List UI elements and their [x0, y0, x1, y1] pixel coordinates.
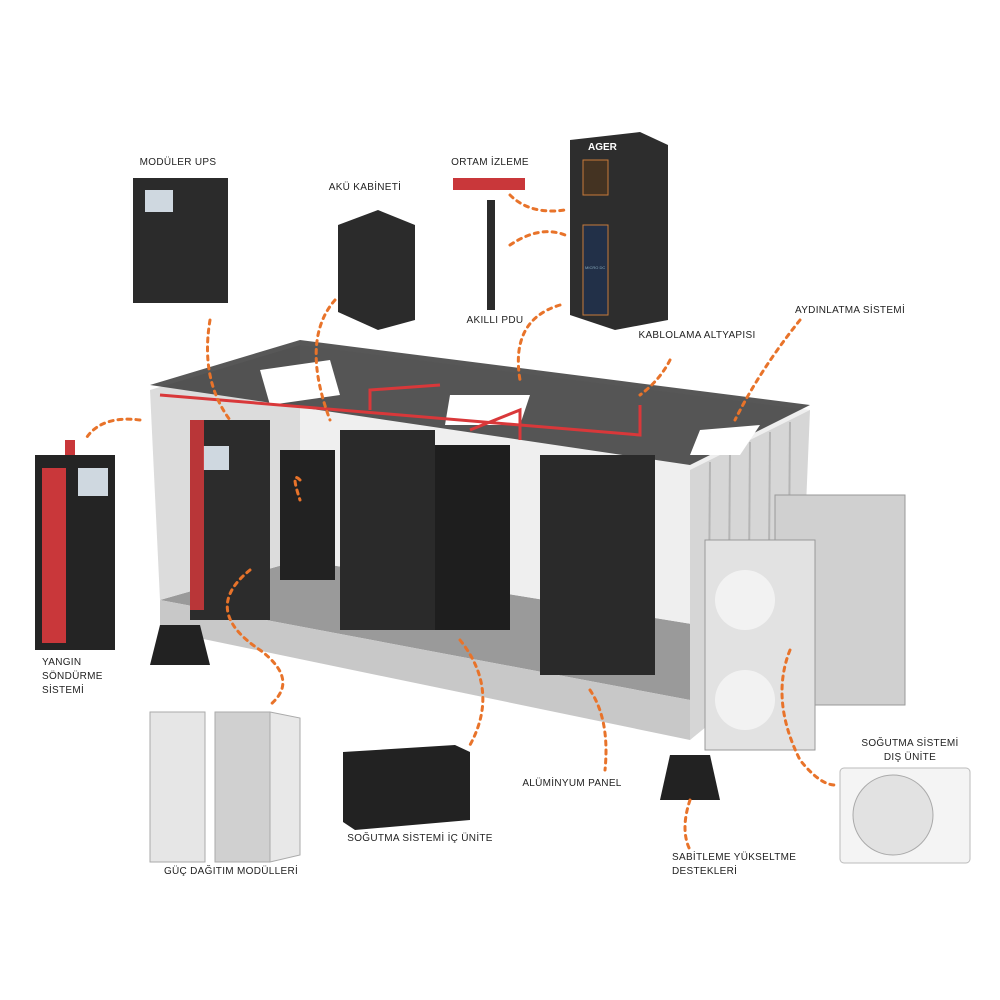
battery-cabinet [338, 210, 415, 330]
label-smart-pdu: AKILLI PDU [466, 315, 524, 326]
monitoring-device [453, 178, 525, 190]
label-supports: SABİTLEME YÜKSELTME DESTEKLERİ [672, 851, 796, 879]
distribution-cabinet-closed [149, 711, 206, 863]
label-modular-ups: MODÜLER UPS [139, 157, 217, 168]
label-power-distribution: GÜÇ DAĞITIM MODÜLLERİ [163, 866, 299, 877]
container-base [160, 600, 690, 740]
support-foot [150, 625, 210, 665]
label-battery-cabinet: AKÜ KABİNETİ [328, 182, 402, 193]
leader-lines [83, 193, 837, 852]
label-fire-suppression: YANGIN SÖNDÜRME SİSTEMİ [42, 656, 103, 698]
rack [340, 430, 435, 630]
label-cabling: KABLOLAMA ALTYAPISI [638, 330, 756, 341]
rack [435, 445, 510, 630]
label-line: SABİTLEME YÜKSELTME [672, 852, 797, 863]
label-environment-monitoring: ORTAM İZLEME [451, 157, 529, 168]
indoor-cooling-unit [343, 745, 470, 830]
label-line: SÖNDÜRME [42, 671, 103, 682]
pdu-strip [487, 200, 495, 310]
label-aluminium-panel: ALÜMİNYUM PANEL [522, 778, 622, 789]
label-line: SOĞUTMA SİSTEMİ [861, 738, 959, 749]
rack [540, 455, 655, 675]
distribution-cabinet-open [214, 711, 271, 863]
rack-brand-logo: AGER [588, 142, 617, 153]
label-indoor-cooling: SOĞUTMA SİSTEMİ İÇ ÜNİTE [347, 833, 493, 844]
fire-cylinder [190, 420, 204, 610]
label-lighting: AYDINLATMA SİSTEMİ [794, 305, 906, 316]
rack-model-text: MICRO DC [585, 265, 606, 270]
label-line: DESTEKLERİ [672, 866, 738, 877]
support-foot [660, 755, 720, 800]
red-pipes [159, 383, 642, 440]
label-line: SİSTEMİ [42, 685, 85, 696]
label-line: YANGIN [42, 657, 82, 668]
battery-rack [280, 450, 335, 580]
label-outdoor-cooling: SOĞUTMA SİSTEMİ DIŞ ÜNİTE [861, 737, 958, 765]
label-line: DIŞ ÜNİTE [883, 752, 937, 763]
